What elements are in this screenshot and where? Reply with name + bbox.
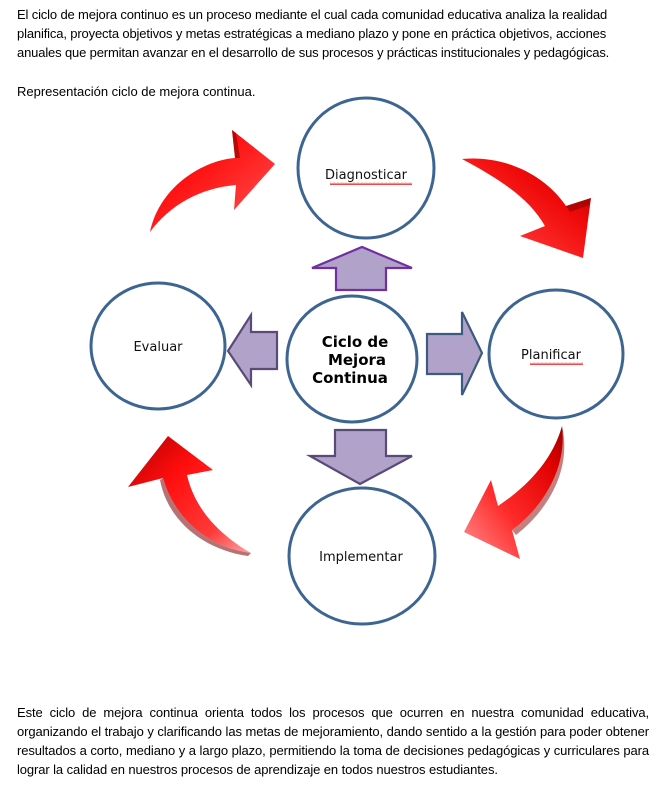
stage-center: Ciclo de Mejora Continua xyxy=(285,294,419,424)
stage-evaluar: Evaluar xyxy=(89,281,227,411)
curved-arrow-evaluar-to-diagnosticar xyxy=(150,130,275,232)
label-planificar: Planificar xyxy=(521,348,582,363)
stage-implementar: Implementar xyxy=(287,486,437,626)
stage-planificar: Planificar xyxy=(487,288,625,420)
curved-arrow-diagnosticar-to-planificar xyxy=(462,158,591,258)
figure-caption: Representación ciclo de mejora continua. xyxy=(17,84,256,99)
block-arrow-up xyxy=(311,245,413,292)
circle-center xyxy=(285,294,419,424)
block-arrow-down xyxy=(305,428,413,486)
spellcheck-underline xyxy=(330,182,412,185)
label-implementar: Implementar xyxy=(319,550,403,565)
stage-diagnosticar: Diagnosticar xyxy=(296,96,436,240)
block-arrow-right xyxy=(425,311,484,396)
spellcheck-underline xyxy=(530,362,583,365)
closing-paragraph: Este ciclo de mejora continua orienta to… xyxy=(17,705,649,777)
block-arrow-left xyxy=(226,311,279,389)
center-label-line2: Mejora xyxy=(328,351,386,369)
intro-paragraph: El ciclo de mejora continuo es un proces… xyxy=(17,7,610,60)
curved-arrow-implementar-to-evaluar xyxy=(128,436,251,556)
label-evaluar: Evaluar xyxy=(133,340,183,355)
curved-arrow-planificar-to-implementar xyxy=(464,426,565,559)
center-label-line3: Continua xyxy=(312,369,388,387)
label-diagnosticar: Diagnosticar xyxy=(325,168,408,183)
circle-evaluar xyxy=(89,281,227,411)
center-label-line1: Ciclo de xyxy=(322,333,389,351)
circle-implementar xyxy=(287,486,437,626)
circle-planificar xyxy=(487,288,625,420)
circle-diagnosticar xyxy=(296,96,436,240)
